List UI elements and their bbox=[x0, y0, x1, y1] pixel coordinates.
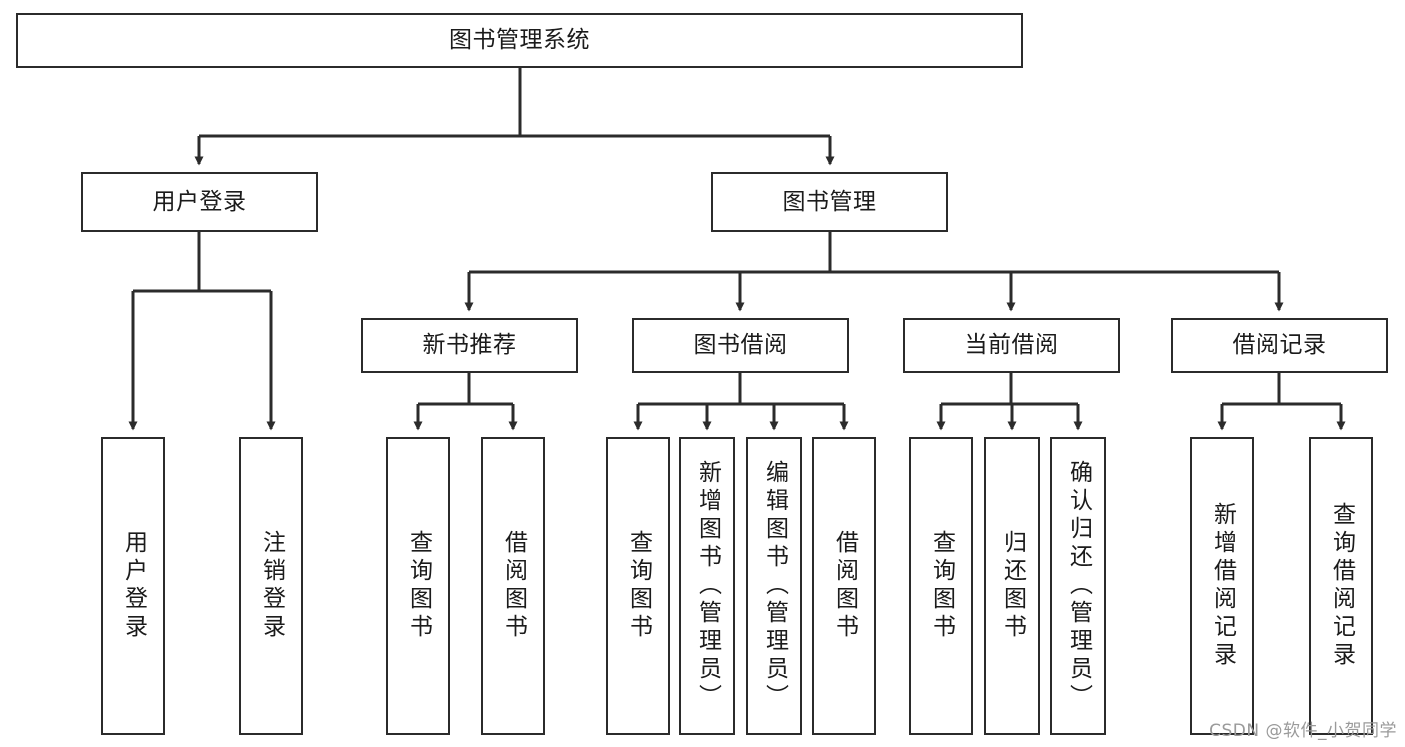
watermark-text: CSDN @软件_小贺同学 bbox=[1209, 721, 1397, 741]
node-leaf-query-book-rec[interactable]: 查询图书 bbox=[386, 437, 450, 735]
node-leaf-query-book-borrow[interactable]: 查询图书 bbox=[606, 437, 670, 735]
node-leaf-add-book-label: 新增图书（管理员） bbox=[694, 460, 721, 712]
node-leaf-borrow-book-label: 借阅图书 bbox=[831, 530, 858, 642]
node-leaf-logout[interactable]: 注销登录 bbox=[239, 437, 303, 735]
node-leaf-query-book-cur[interactable]: 查询图书 bbox=[909, 437, 973, 735]
node-leaf-query-record-label: 查询借阅记录 bbox=[1328, 502, 1355, 670]
node-book-manage[interactable]: 图书管理 bbox=[711, 172, 948, 232]
node-leaf-return-book-label: 归还图书 bbox=[999, 530, 1026, 642]
node-leaf-query-book-rec-label: 查询图书 bbox=[405, 530, 432, 642]
node-leaf-confirm-return-label: 确认归还（管理员） bbox=[1065, 460, 1092, 712]
node-leaf-query-record[interactable]: 查询借阅记录 bbox=[1309, 437, 1373, 735]
node-book-borrow-label: 图书借阅 bbox=[693, 332, 788, 359]
node-leaf-confirm-return[interactable]: 确认归还（管理员） bbox=[1050, 437, 1106, 735]
node-current-borrow[interactable]: 当前借阅 bbox=[903, 318, 1120, 373]
node-leaf-logout-label: 注销登录 bbox=[258, 530, 285, 642]
node-leaf-query-book-borrow-label: 查询图书 bbox=[625, 530, 652, 642]
node-leaf-borrow-book-rec-label: 借阅图书 bbox=[500, 530, 527, 642]
node-user-login-label: 用户登录 bbox=[152, 188, 247, 215]
node-leaf-user-login-label: 用户登录 bbox=[120, 530, 147, 642]
node-book-manage-label: 图书管理 bbox=[782, 188, 877, 215]
node-new-book-rec[interactable]: 新书推荐 bbox=[361, 318, 578, 373]
node-leaf-add-record[interactable]: 新增借阅记录 bbox=[1190, 437, 1254, 735]
node-borrow-record[interactable]: 借阅记录 bbox=[1171, 318, 1388, 373]
node-user-login[interactable]: 用户登录 bbox=[81, 172, 318, 232]
node-borrow-record-label: 借阅记录 bbox=[1232, 332, 1327, 359]
node-leaf-add-book[interactable]: 新增图书（管理员） bbox=[679, 437, 735, 735]
node-leaf-return-book[interactable]: 归还图书 bbox=[984, 437, 1040, 735]
node-leaf-edit-book[interactable]: 编辑图书（管理员） bbox=[746, 437, 802, 735]
node-leaf-user-login[interactable]: 用户登录 bbox=[101, 437, 165, 735]
node-leaf-borrow-book-rec[interactable]: 借阅图书 bbox=[481, 437, 545, 735]
node-leaf-add-record-label: 新增借阅记录 bbox=[1209, 502, 1236, 670]
node-leaf-query-book-cur-label: 查询图书 bbox=[928, 530, 955, 642]
node-book-borrow[interactable]: 图书借阅 bbox=[632, 318, 849, 373]
node-root[interactable]: 图书管理系统 bbox=[16, 13, 1023, 68]
node-leaf-borrow-book[interactable]: 借阅图书 bbox=[812, 437, 876, 735]
node-new-book-rec-label: 新书推荐 bbox=[422, 332, 517, 359]
node-leaf-edit-book-label: 编辑图书（管理员） bbox=[761, 460, 788, 712]
node-current-borrow-label: 当前借阅 bbox=[964, 332, 1059, 359]
node-root-label: 图书管理系统 bbox=[449, 27, 590, 54]
